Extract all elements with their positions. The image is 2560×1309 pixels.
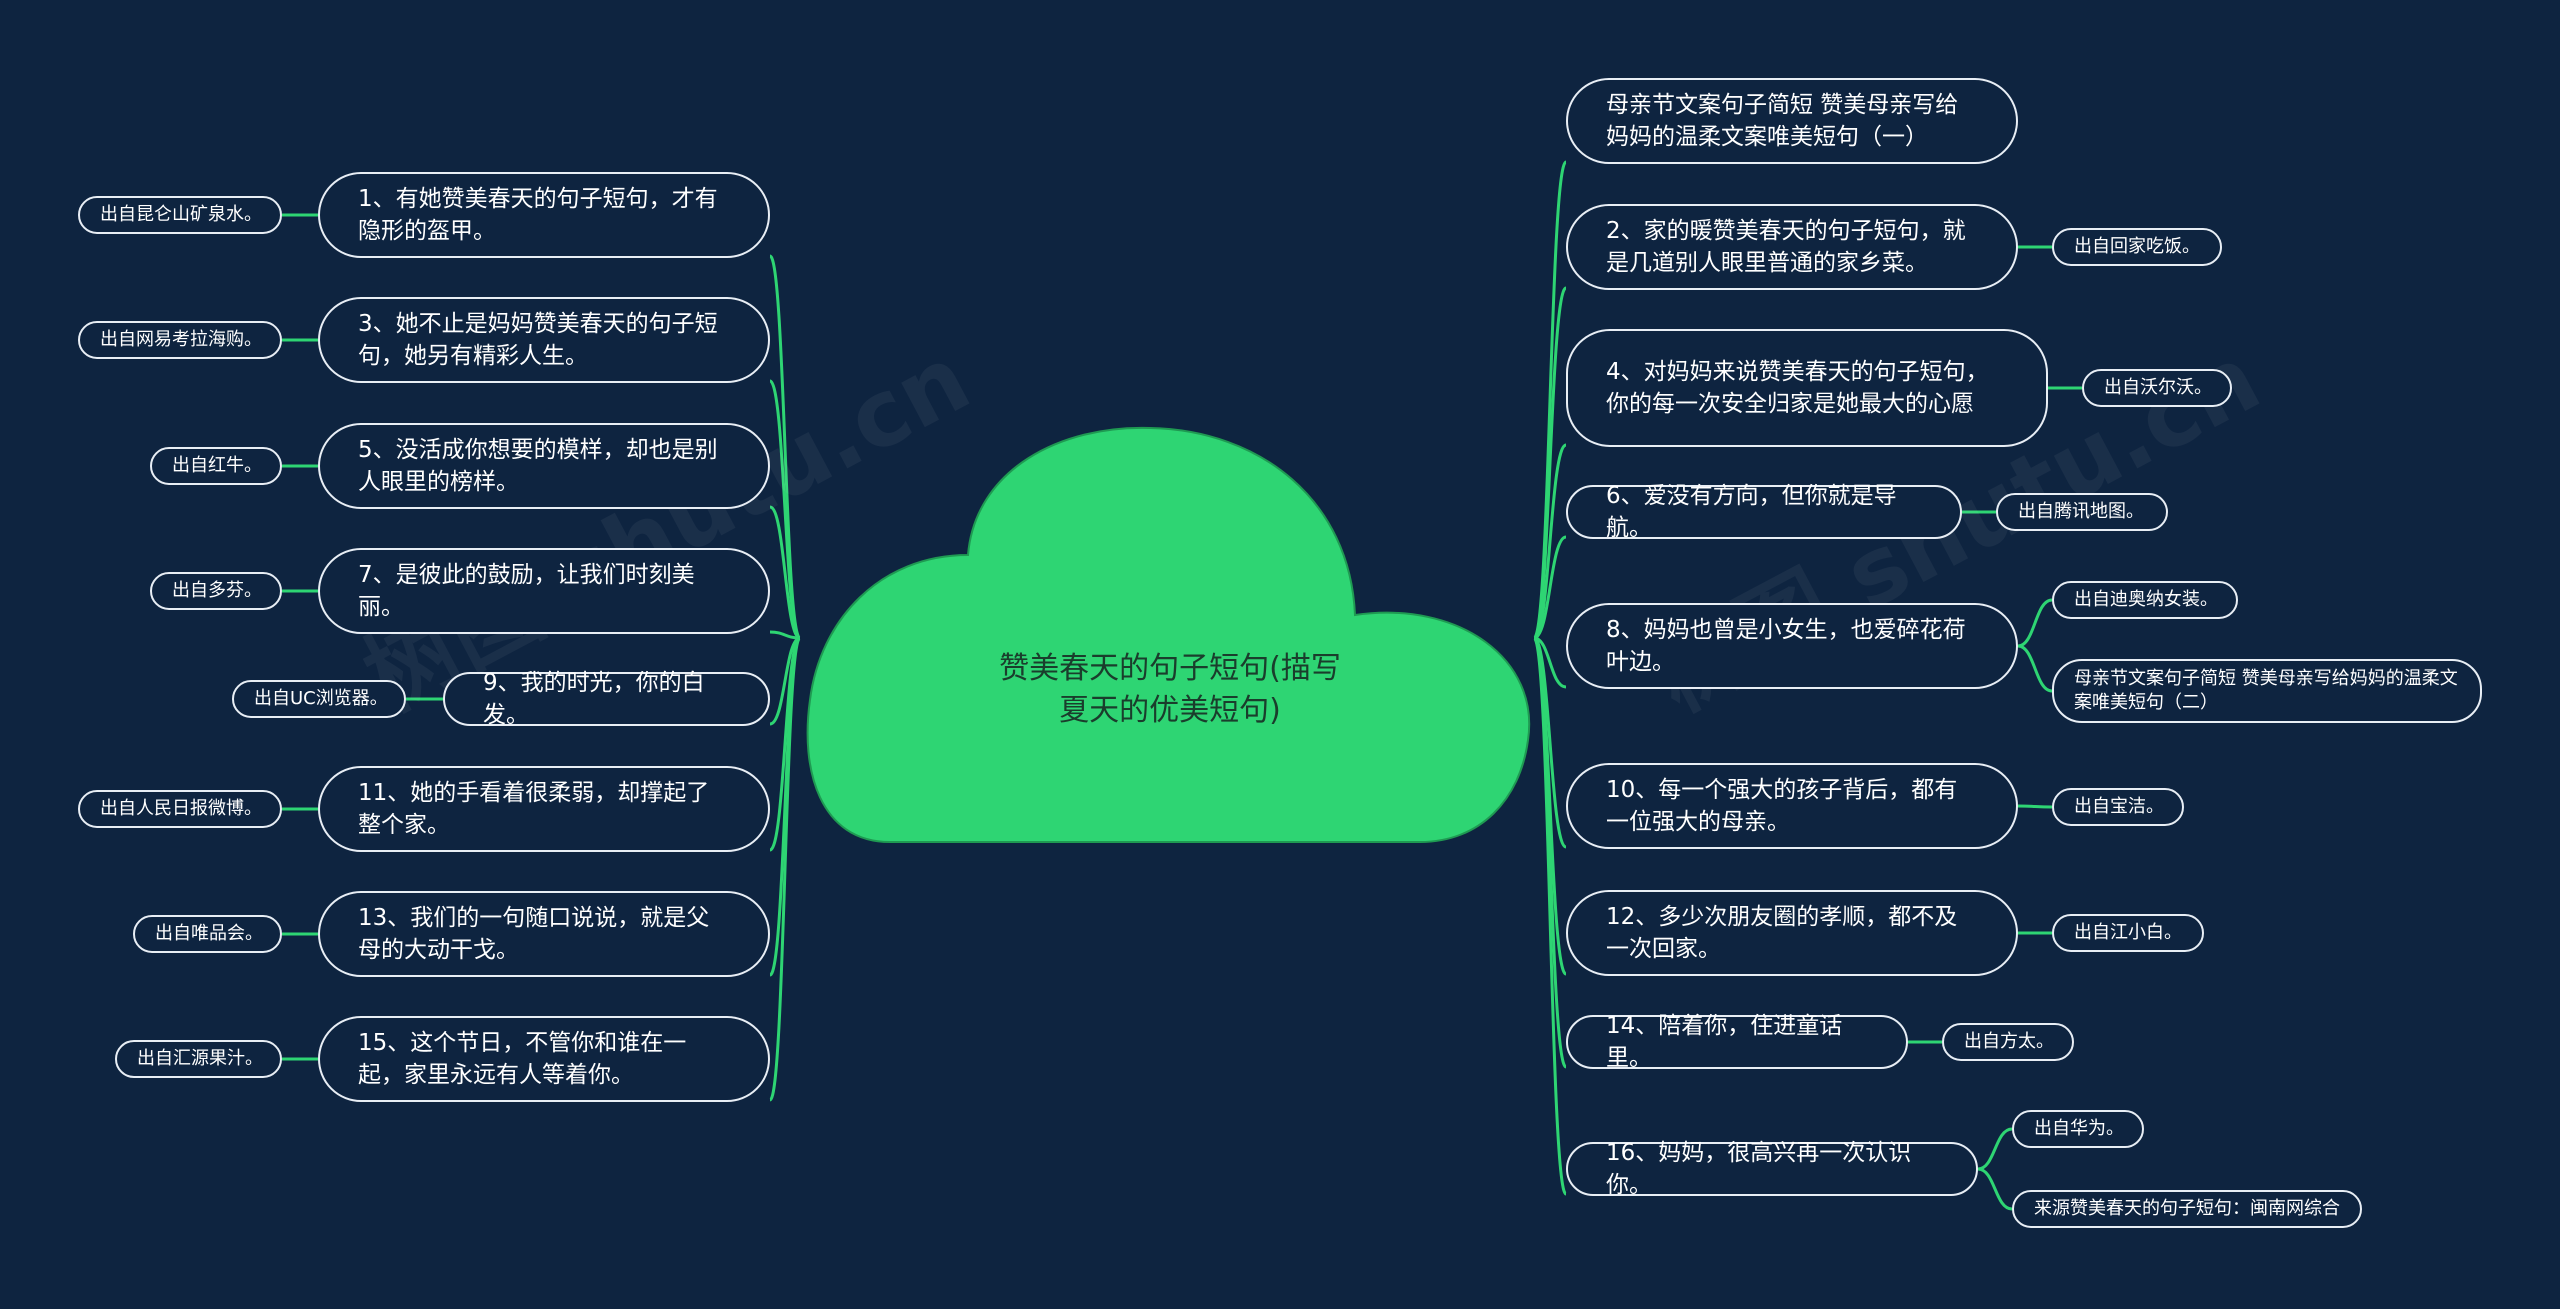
connector-left-branch-15 [768, 636, 802, 1102]
left-source-7[interactable]: 出自多芬。 [150, 572, 282, 610]
right-branch-8[interactable]: 8、妈妈也曾是小女生，也爱碎花荷叶边。 [1566, 603, 2018, 689]
right-source-2[interactable]: 出自回家吃饭。 [2052, 228, 2222, 266]
connector-right-branch-4 [1532, 443, 1568, 640]
connector-right-branch-14 [1532, 636, 1568, 1069]
left-source-15[interactable]: 出自汇源果汁。 [115, 1040, 282, 1078]
right-branch-10[interactable]: 10、每一个强大的孩子背后，都有一位强大的母亲。 [1566, 763, 2018, 849]
connector-right-branch-title-1 [1532, 160, 1568, 640]
left-source-5[interactable]: 出自红牛。 [150, 447, 282, 485]
connector-right-source-8b [2017, 644, 2053, 693]
connector-left-branch-5 [769, 505, 801, 640]
left-branch-11[interactable]: 11、她的手看着很柔弱，却撑起了整个家。 [318, 766, 770, 852]
right-branch-2[interactable]: 2、家的暖赞美春天的句子短句，就是几道别人眼里普通的家乡菜。 [1566, 204, 2018, 290]
right-source-8a[interactable]: 出自迪奥纳女装。 [2052, 581, 2238, 619]
right-branch-6[interactable]: 6、爱没有方向，但你就是导航。 [1566, 483, 1962, 541]
central-topic-line1: 赞美春天的句子短句(描写 [999, 651, 1341, 686]
right-source-16b[interactable]: 来源赞美春天的句子短句：闽南网综合 [2012, 1190, 2362, 1228]
left-branch-15[interactable]: 15、这个节日，不管你和谁在一起，家里永远有人等着你。 [318, 1016, 770, 1102]
left-source-9[interactable]: 出自UC浏览器。 [232, 680, 406, 718]
right-branch-title-1[interactable]: 母亲节文案句子简短 赞美母亲写给妈妈的温柔文案唯美短句（一） [1566, 78, 2018, 164]
left-source-11[interactable]: 出自人民日报微博。 [78, 790, 282, 828]
left-source-13[interactable]: 出自唯品会。 [133, 915, 282, 953]
left-source-3[interactable]: 出自网易考拉海购。 [78, 321, 282, 359]
right-source-12[interactable]: 出自江小白。 [2052, 914, 2204, 952]
connector-left-branch-9 [769, 636, 801, 726]
left-branch-13[interactable]: 13、我们的一句随口说说，就是父母的大动干戈。 [318, 891, 770, 977]
right-branch-16[interactable]: 16、妈妈，很高兴再一次认识你。 [1566, 1140, 1978, 1198]
connector-right-branch-6 [1533, 535, 1567, 640]
right-source-16a[interactable]: 出自华为。 [2012, 1110, 2144, 1148]
central-topic[interactable]: 赞美春天的句子短句(描写 夏天的优美短句) [960, 648, 1380, 732]
connector-right-branch-2 [1532, 286, 1568, 640]
central-topic-line2: 夏天的优美短句) [1059, 693, 1281, 728]
left-branch-1[interactable]: 1、有她赞美春天的句子短句，才有隐形的盔甲。 [318, 172, 770, 258]
right-source-10[interactable]: 出自宝洁。 [2052, 788, 2184, 826]
right-source-4[interactable]: 出自沃尔沃。 [2082, 369, 2232, 407]
left-branch-7[interactable]: 7、是彼此的鼓励，让我们时刻美丽。 [318, 548, 770, 634]
left-branch-9[interactable]: 9、我的时光，你的白发。 [443, 670, 770, 728]
connector-right-source-8a [2017, 598, 2053, 648]
connector-right-source-10 [2017, 804, 2053, 809]
left-branch-5[interactable]: 5、没活成你想要的模样，却也是别人眼里的榜样。 [318, 423, 770, 509]
connector-lines [281, 160, 2082, 1211]
center-cloud [806, 426, 1531, 843]
connector-right-branch-16 [1532, 636, 1568, 1196]
right-branch-12[interactable]: 12、多少次朋友圈的孝顺，都不及一次回家。 [1566, 890, 2018, 976]
right-source-14[interactable]: 出自方太。 [1942, 1023, 2074, 1061]
right-branch-4[interactable]: 4、对妈妈来说赞美春天的句子短句，你的每一次安全归家是她最大的心愿 [1566, 329, 2048, 447]
connector-right-branch-8 [1533, 636, 1567, 689]
connector-right-source-16a [1977, 1127, 2013, 1171]
connector-right-source-16b [1977, 1167, 2013, 1211]
right-source-8b[interactable]: 母亲节文案句子简短 赞美母亲写给妈妈的温柔文案唯美短句（二） [2052, 659, 2482, 723]
connector-left-branch-3 [768, 379, 802, 640]
right-source-6[interactable]: 出自腾讯地图。 [1996, 493, 2168, 531]
right-branch-14[interactable]: 14、陪着你，住进童话里。 [1566, 1013, 1908, 1071]
left-branch-3[interactable]: 3、她不止是妈妈赞美春天的句子短句，她另有精彩人生。 [318, 297, 770, 383]
left-source-1[interactable]: 出自昆仑山矿泉水。 [78, 196, 282, 234]
